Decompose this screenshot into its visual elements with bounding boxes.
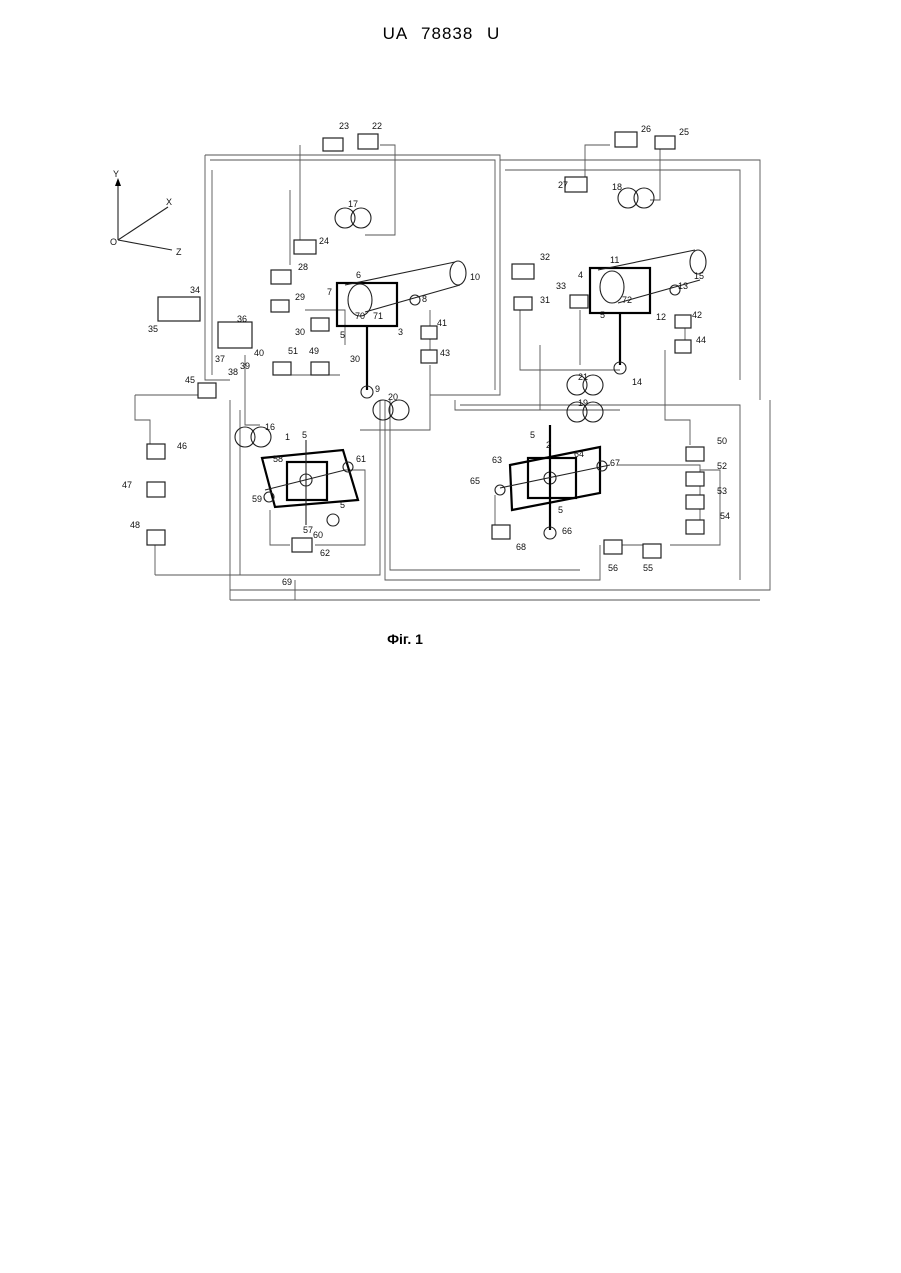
coordinate-axes xyxy=(115,178,172,250)
part-label-65: 65 xyxy=(470,476,480,486)
part-label-5: 5 xyxy=(340,330,345,340)
part-label-41: 41 xyxy=(437,318,447,328)
part-label-66: 66 xyxy=(562,526,572,536)
part-label-49: 49 xyxy=(309,346,319,356)
part-label-5d: 5 xyxy=(530,430,535,440)
part-label-29: 29 xyxy=(295,292,305,302)
part-label-68: 68 xyxy=(516,542,526,552)
part-label-9: 9 xyxy=(375,384,380,394)
part-label-43: 43 xyxy=(440,348,450,358)
figure-caption: Фіг. 1 xyxy=(360,631,450,647)
part-label-5b: 5 xyxy=(600,310,605,320)
part-label-20: 20 xyxy=(388,392,398,402)
part-label-71: 71 xyxy=(373,311,383,321)
axis-label-origin: O xyxy=(110,237,117,247)
part-label-58: 58 xyxy=(273,454,283,464)
part-label-32: 32 xyxy=(540,252,550,262)
axis-label-z: Z xyxy=(176,247,182,257)
part-label-62: 62 xyxy=(320,548,330,558)
part-label-67: 67 xyxy=(610,458,620,468)
part-label-61: 61 xyxy=(356,454,366,464)
part-label-38: 38 xyxy=(228,367,238,377)
part-label-13: 13 xyxy=(678,281,688,291)
part-label-27: 27 xyxy=(558,180,568,190)
part-label-39: 39 xyxy=(240,361,250,371)
part-label-26: 26 xyxy=(641,124,651,134)
part-label-11: 11 xyxy=(610,255,619,265)
part-label-64: 64 xyxy=(574,449,584,459)
part-label-28: 28 xyxy=(298,262,308,272)
part-label-4: 4 xyxy=(578,270,583,280)
part-label-1: 1 xyxy=(285,432,290,442)
part-label-19: 19 xyxy=(578,398,588,408)
part-label-54: 54 xyxy=(720,511,730,521)
part-label-34: 34 xyxy=(190,285,200,295)
part-label-55: 55 xyxy=(643,563,653,573)
part-label-31: 31 xyxy=(540,295,550,305)
axis-label-y: Y xyxy=(113,169,119,179)
part-label-5c: 5 xyxy=(302,430,307,440)
part-label-30b: 30 xyxy=(350,354,360,364)
part-label-57: 57 xyxy=(303,525,313,535)
part-label-36: 36 xyxy=(237,314,247,324)
part-label-23: 23 xyxy=(339,121,349,131)
part-label-15: 15 xyxy=(694,271,704,281)
part-label-47: 47 xyxy=(122,480,132,490)
part-label-51: 51 xyxy=(288,346,298,356)
part-label-52: 52 xyxy=(717,461,727,471)
part-label-37: 37 xyxy=(215,354,225,364)
right-assembly xyxy=(512,132,706,422)
part-label-25: 25 xyxy=(679,127,689,137)
part-label-46: 46 xyxy=(177,441,187,451)
part-label-63: 63 xyxy=(492,455,502,465)
part-label-3: 3 xyxy=(398,327,403,337)
part-label-18: 18 xyxy=(612,182,622,192)
part-label-60: 60 xyxy=(313,530,323,540)
part-label-44: 44 xyxy=(696,335,706,345)
part-label-5f: 5 xyxy=(558,505,563,515)
part-label-50: 50 xyxy=(717,436,727,446)
part-label-24: 24 xyxy=(319,236,329,246)
left-table xyxy=(235,427,358,552)
part-label-59: 59 xyxy=(252,494,262,504)
part-label-48: 48 xyxy=(130,520,140,530)
part-label-21: 21 xyxy=(578,372,588,382)
part-label-22: 22 xyxy=(372,121,382,131)
part-label-53: 53 xyxy=(717,486,727,496)
part-label-69: 69 xyxy=(282,577,292,587)
part-label-16: 16 xyxy=(265,422,275,432)
part-label-45: 45 xyxy=(185,375,195,385)
part-label-5e: 5 xyxy=(340,500,345,510)
part-label-12: 12 xyxy=(656,312,666,322)
part-label-40: 40 xyxy=(254,348,264,358)
schematic-diagram: Y X Z O 1 2 3 4 5 6 7 8 9 10 11 12 13 14… xyxy=(0,0,901,660)
part-label-6: 6 xyxy=(356,270,361,280)
part-label-42: 42 xyxy=(692,310,702,320)
axis-label-x: X xyxy=(166,197,172,207)
part-label-2: 2 xyxy=(546,440,551,450)
part-label-70: 70 xyxy=(355,311,365,321)
part-label-30a: 30 xyxy=(295,327,305,337)
part-label-14: 14 xyxy=(632,377,642,387)
part-label-7: 7 xyxy=(327,287,332,297)
part-label-10: 10 xyxy=(470,272,480,282)
part-label-56: 56 xyxy=(608,563,618,573)
control-console xyxy=(147,297,252,545)
part-label-33: 33 xyxy=(556,281,566,291)
part-label-17: 17 xyxy=(348,199,358,209)
part-label-35: 35 xyxy=(148,324,158,334)
part-label-72: 72 xyxy=(622,295,632,305)
right-table xyxy=(492,425,704,558)
part-label-8: 8 xyxy=(422,294,427,304)
